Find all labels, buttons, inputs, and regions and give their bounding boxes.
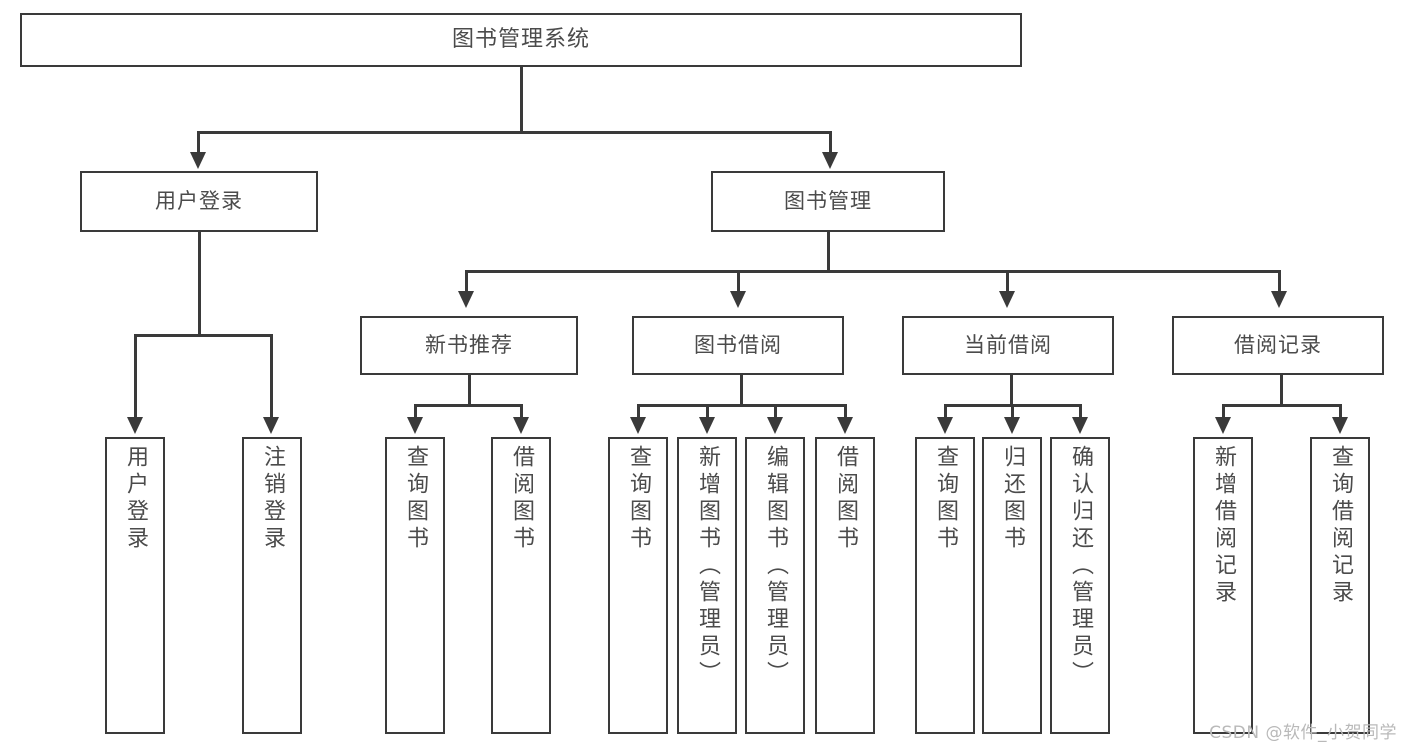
arrowhead-leaf-query-book-3 [937,417,953,434]
arrowhead-current-borrow [999,291,1015,308]
edge-root-split-bar [197,131,832,134]
arrowhead-leaf-confirm-return [1072,417,1088,434]
edge-current-borrow-drop-3 [1079,404,1082,418]
node-leaf-add-book[interactable]: 新增图书（管理员） [677,437,737,734]
csdn-watermark: CSDN @软件_小贺同学 [1209,723,1397,743]
edge-new-book-rec-right-drop [520,404,523,418]
arrowhead-leaf-user-login [127,417,143,434]
edge-root-to-user-login [197,131,200,153]
edge-borrow-record-right-drop [1339,404,1342,418]
edge-user-login-split-bar [134,334,272,337]
node-borrow-record[interactable]: 借阅记录 [1172,316,1384,375]
node-new-book-rec-label: 新书推荐 [425,333,513,358]
edge-user-login-left-drop [134,334,137,418]
node-leaf-add-record[interactable]: 新增借阅记录 [1193,437,1253,734]
edge-book-borrow-drop-2 [706,404,709,418]
node-leaf-query-book-3-label: 查询图书 [933,445,958,553]
edge-new-book-rec-bar [414,404,522,407]
edge-book-manage-stem [827,232,830,272]
node-leaf-logout-login[interactable]: 注销登录 [242,437,302,734]
edge-borrow-record-bar [1222,404,1341,407]
node-current-borrow[interactable]: 当前借阅 [902,316,1114,375]
edge-borrow-record-stem [1280,375,1283,406]
node-leaf-query-book-2[interactable]: 查询图书 [608,437,668,734]
node-root-system[interactable]: 图书管理系统 [20,13,1022,67]
node-leaf-query-book-1[interactable]: 查询图书 [385,437,445,734]
arrowhead-leaf-add-book [699,417,715,434]
edge-current-borrow-stem [1010,375,1013,406]
edge-book-borrow-drop-3 [774,404,777,418]
edge-user-login-right-drop [270,334,273,418]
node-leaf-query-book-3[interactable]: 查询图书 [915,437,975,734]
arrowhead-root-to-book-manage [822,152,838,169]
node-leaf-borrow-book-1[interactable]: 借阅图书 [491,437,551,734]
edge-borrow-record-left-drop [1222,404,1225,418]
node-leaf-borrow-book-1-label: 借阅图书 [509,445,534,553]
node-leaf-logout-login-label: 注销登录 [260,445,285,553]
node-leaf-query-record[interactable]: 查询借阅记录 [1310,437,1370,734]
edge-current-borrow-drop-2 [1011,404,1014,418]
node-leaf-confirm-return-label: 确认归还（管理员） [1068,445,1093,688]
node-leaf-edit-book-label: 编辑图书（管理员） [763,445,788,688]
node-leaf-confirm-return[interactable]: 确认归还（管理员） [1050,437,1110,734]
node-leaf-query-book-1-label: 查询图书 [403,445,428,553]
edge-book-borrow-drop-4 [844,404,847,418]
arrowhead-borrow-record [1271,291,1287,308]
node-user-login-label: 用户登录 [155,189,243,214]
arrowhead-leaf-borrow-book-2 [837,417,853,434]
edge-root-stem [520,67,523,132]
node-leaf-add-book-label: 新增图书（管理员） [695,445,720,688]
node-user-login[interactable]: 用户登录 [80,171,318,232]
node-leaf-borrow-book-2[interactable]: 借阅图书 [815,437,875,734]
node-leaf-user-login[interactable]: 用户登录 [105,437,165,734]
node-book-borrow-label: 图书借阅 [694,333,782,358]
arrowhead-leaf-query-book-1 [407,417,423,434]
node-leaf-return-book[interactable]: 归还图书 [982,437,1042,734]
edge-drop-new-book-rec [465,270,468,292]
arrowhead-leaf-return-book [1004,417,1020,434]
node-book-manage[interactable]: 图书管理 [711,171,945,232]
node-book-manage-label: 图书管理 [784,189,872,214]
arrowhead-book-borrow [730,291,746,308]
node-book-borrow[interactable]: 图书借阅 [632,316,844,375]
node-leaf-query-record-label: 查询借阅记录 [1328,445,1353,607]
edge-book-borrow-stem [740,375,743,406]
node-leaf-return-book-label: 归还图书 [1000,445,1025,553]
edge-book-borrow-drop-1 [637,404,640,418]
arrowhead-leaf-borrow-book-1 [513,417,529,434]
edge-book-borrow-bar [637,404,846,407]
node-leaf-add-record-label: 新增借阅记录 [1211,445,1236,607]
node-leaf-borrow-book-2-label: 借阅图书 [833,445,858,553]
arrowhead-new-book-rec [458,291,474,308]
node-current-borrow-label: 当前借阅 [964,333,1052,358]
arrowhead-leaf-add-record [1215,417,1231,434]
arrowhead-leaf-edit-book [767,417,783,434]
edge-root-to-book-manage [829,131,832,153]
edge-user-login-stem [198,232,201,336]
edge-new-book-rec-left-drop [414,404,417,418]
arrowhead-leaf-logout-login [263,417,279,434]
node-leaf-query-book-2-label: 查询图书 [626,445,651,553]
node-borrow-record-label: 借阅记录 [1234,333,1322,358]
node-root-label: 图书管理系统 [451,27,590,53]
node-leaf-user-login-label: 用户登录 [123,445,148,553]
node-leaf-edit-book[interactable]: 编辑图书（管理员） [745,437,805,734]
arrowhead-root-to-user-login [190,152,206,169]
edge-drop-borrow-record [1278,270,1281,292]
edge-level3-split-bar [465,270,1280,273]
arrowhead-leaf-query-record [1332,417,1348,434]
node-new-book-rec[interactable]: 新书推荐 [360,316,578,375]
edge-current-borrow-drop-1 [944,404,947,418]
edge-drop-book-borrow [737,270,740,292]
edge-new-book-rec-stem [468,375,471,406]
edge-drop-current-borrow [1006,270,1009,292]
arrowhead-leaf-query-book-2 [630,417,646,434]
